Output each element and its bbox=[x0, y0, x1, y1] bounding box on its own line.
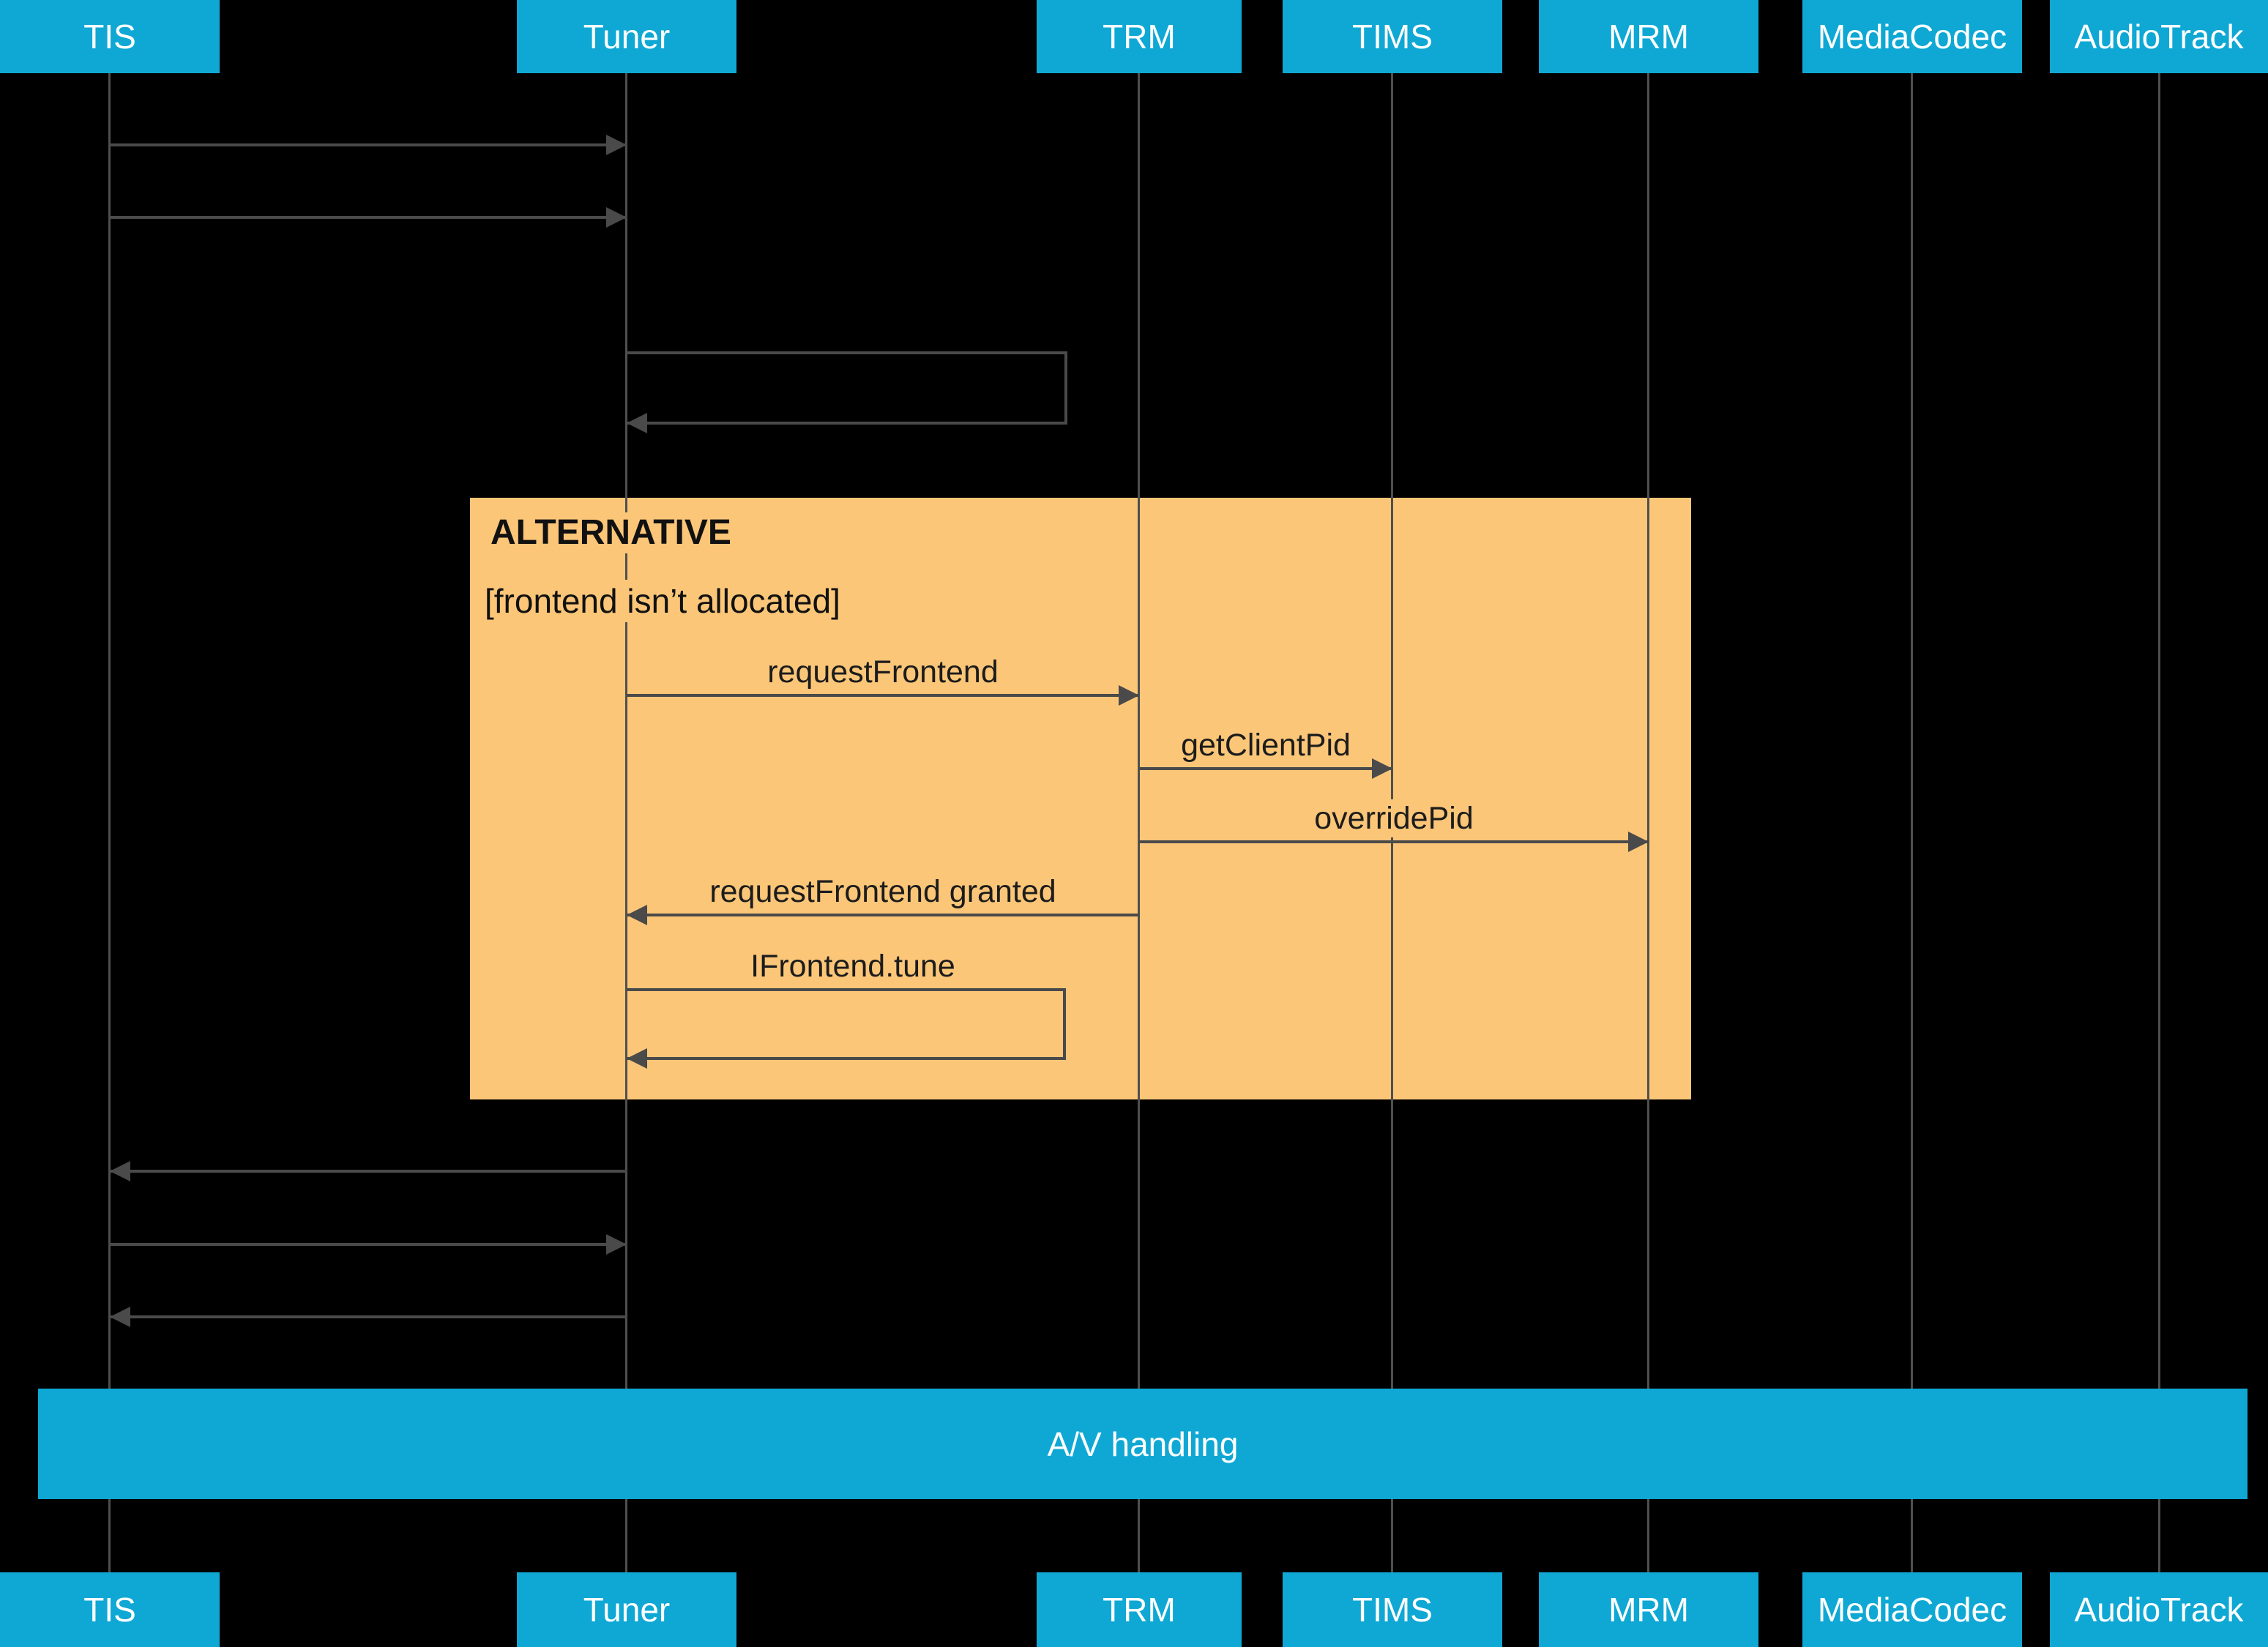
participant-header-top-trm: TRM bbox=[1037, 0, 1242, 73]
message-arrow-tis-to-tuner-3 bbox=[110, 1234, 627, 1255]
lifeline-mediacodec bbox=[1911, 73, 1913, 1572]
lifeline-audiotrack bbox=[2158, 73, 2160, 1572]
lifeline-tis bbox=[108, 73, 111, 1572]
message-self-tuner-1 bbox=[627, 351, 1067, 433]
av-handling-label: A/V handling bbox=[1047, 1424, 1239, 1463]
av-handling-band: A/V handling bbox=[38, 1389, 2248, 1499]
participant-header-bottom-tims: TIMS bbox=[1283, 1572, 1502, 1647]
participant-header-bottom-tuner: Tuner bbox=[517, 1572, 736, 1647]
message-arrow-request-frontend bbox=[627, 685, 1139, 706]
participant-header-top-mediacodec: MediaCodec bbox=[1802, 0, 2022, 73]
alt-fragment-guard: [frontend isn’t allocated] bbox=[477, 580, 848, 622]
participant-header-top-tis: TIS bbox=[0, 0, 220, 73]
lifeline-tuner bbox=[625, 73, 627, 1572]
message-arrow-tuner-to-tis-2 bbox=[110, 1307, 627, 1327]
participant-header-bottom-audiotrack: AudioTrack bbox=[2050, 1572, 2268, 1647]
participant-header-top-tuner: Tuner bbox=[517, 0, 736, 73]
message-label-get-client-pid: getClientPid bbox=[1169, 726, 1362, 764]
participant-header-bottom-mediacodec: MediaCodec bbox=[1802, 1572, 2022, 1647]
participant-header-bottom-trm: TRM bbox=[1037, 1572, 1242, 1647]
message-label-ifrontend-tune: IFrontend.tune bbox=[739, 947, 967, 985]
message-arrow-tis-to-tuner-2 bbox=[110, 207, 627, 228]
participant-header-top-mrm: MRM bbox=[1539, 0, 1758, 73]
participant-header-bottom-mrm: MRM bbox=[1539, 1572, 1758, 1647]
participant-header-top-audiotrack: AudioTrack bbox=[2050, 0, 2268, 73]
message-arrow-tis-to-tuner-1 bbox=[110, 135, 627, 155]
message-arrow-get-client-pid bbox=[1139, 758, 1392, 779]
message-label-override-pid: overridePid bbox=[1302, 799, 1485, 837]
lifeline-mrm bbox=[1647, 73, 1649, 1572]
message-label-request-granted: requestFrontend granted bbox=[698, 873, 1068, 911]
message-arrow-tuner-to-tis-1 bbox=[110, 1161, 627, 1181]
message-self-ifrontend-tune bbox=[627, 988, 1066, 1069]
alt-fragment-title: ALTERNATIVE bbox=[483, 512, 739, 553]
message-arrow-request-granted bbox=[627, 905, 1139, 925]
participant-header-top-tims: TIMS bbox=[1283, 0, 1502, 73]
participant-header-bottom-tis: TIS bbox=[0, 1572, 220, 1647]
message-arrow-override-pid bbox=[1139, 832, 1649, 852]
lifeline-trm bbox=[1138, 73, 1140, 1572]
message-label-request-frontend: requestFrontend bbox=[756, 653, 1010, 691]
